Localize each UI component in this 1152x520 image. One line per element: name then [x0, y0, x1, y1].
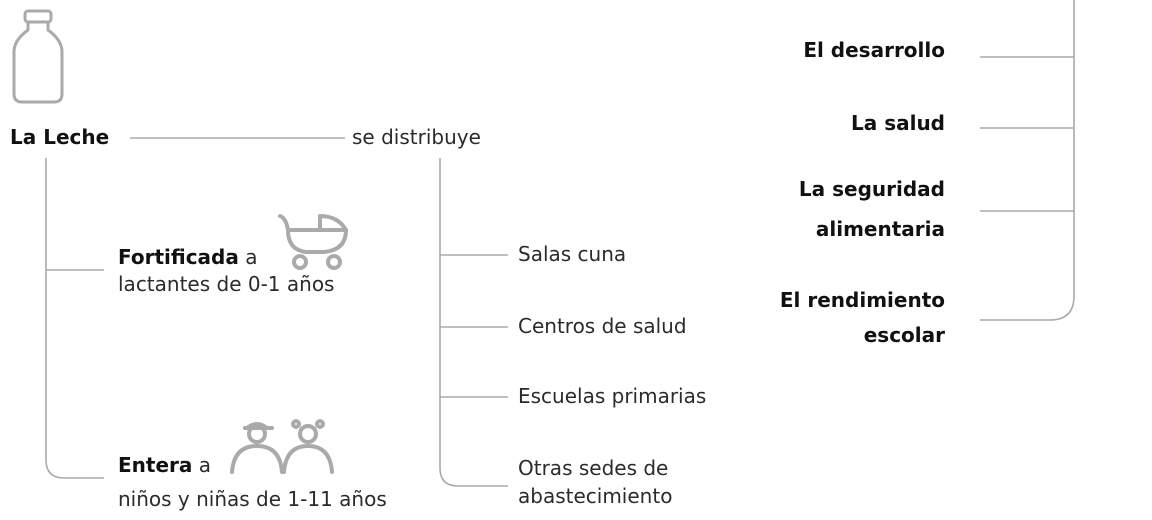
benefit-salud: La salud [850, 111, 945, 135]
baby-stroller-icon [278, 214, 348, 270]
place-escuelas-primarias: Escuelas primarias [518, 384, 707, 408]
milk-bottle-icon [12, 9, 64, 104]
fortified-connector: a [245, 245, 258, 269]
benefit-rendimiento-line1: El rendimiento [779, 288, 945, 312]
whole-connector: a [198, 453, 212, 477]
place-salas-cuna: Salas cuna [518, 242, 627, 266]
place-centros-salud: Centros de salud [518, 314, 687, 338]
benefit-rendimiento-line2: escolar [863, 323, 945, 347]
fortified-audience: lactantes de 0-1 años [118, 272, 335, 296]
distribution-branch-line [439, 158, 508, 487]
fortified-title: Fortificada a [118, 244, 257, 271]
two-children-icon [230, 419, 334, 474]
place-otras-sedes-line2: abastecimiento [518, 484, 673, 508]
benefit-seguridad-line2: alimentaria [815, 217, 945, 241]
benefits-branch-line [980, 0, 1075, 321]
benefit-seguridad-line1: La seguridad [798, 177, 945, 201]
types-branch-line [45, 158, 104, 479]
fortified-bold: Fortificada [118, 245, 239, 269]
benefit-desarrollo: El desarrollo [803, 38, 945, 62]
place-otras-sedes-line1: Otras sedes de [518, 456, 669, 480]
whole-bold: Entera [118, 453, 193, 477]
distribution-label: se distribuye [352, 125, 481, 149]
whole-audience: niños y niñas de 1-11 años [118, 487, 387, 511]
root-label: La Leche [10, 125, 110, 149]
whole-title: Entera a [118, 452, 211, 479]
